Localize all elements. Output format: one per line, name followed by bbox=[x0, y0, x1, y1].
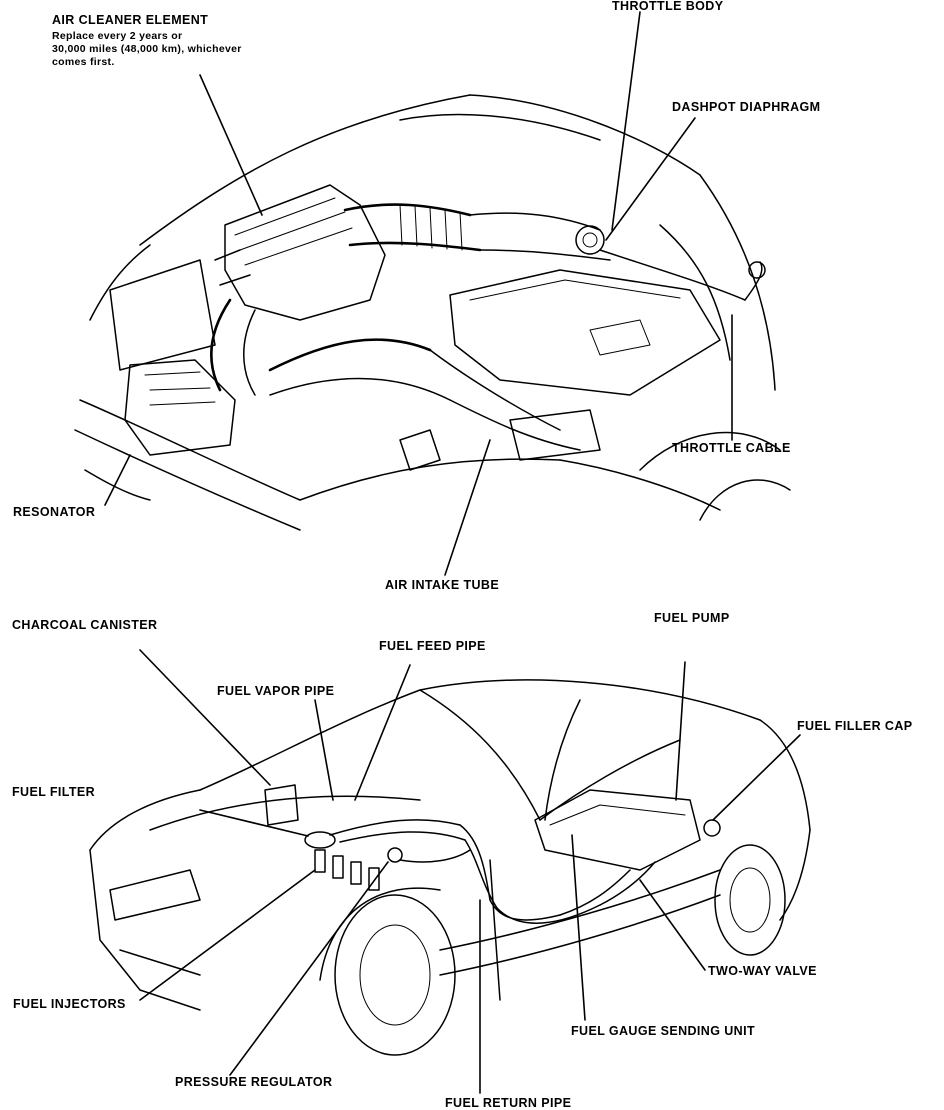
label-dashpot-diaphragm: DASHPOT DIAPHRAGM bbox=[672, 100, 821, 114]
label-fuel-filler-cap: FUEL FILLER CAP bbox=[797, 719, 913, 733]
bottom-leader-lines bbox=[139, 649, 801, 1094]
label-throttle-cable: THROTTLE CABLE bbox=[672, 441, 791, 455]
label-air-intake-tube: AIR INTAKE TUBE bbox=[385, 578, 500, 592]
air-cleaner-note-line1: Replace every 2 years or bbox=[52, 30, 183, 42]
car-fuel-system-illustration bbox=[89, 679, 811, 1056]
label-two-way-valve: TWO-WAY VALVE bbox=[708, 964, 817, 978]
label-fuel-feed-pipe: FUEL FEED PIPE bbox=[379, 639, 486, 653]
label-resonator: RESONATOR bbox=[13, 505, 96, 519]
label-throttle-body: THROTTLE BODY bbox=[612, 0, 724, 13]
label-fuel-filter: FUEL FILTER bbox=[12, 785, 96, 799]
label-fuel-gauge-sending-unit: FUEL GAUGE SENDING UNIT bbox=[571, 1024, 755, 1038]
label-fuel-vapor-pipe: FUEL VAPOR PIPE bbox=[217, 684, 335, 698]
air-cleaner-note: Replace every 2 years or 30,000 miles (4… bbox=[52, 30, 242, 69]
air-cleaner-note-line3: comes first. bbox=[52, 56, 115, 69]
label-fuel-return-pipe: FUEL RETURN PIPE bbox=[445, 1096, 572, 1110]
label-charcoal-canister: CHARCOAL CANISTER bbox=[12, 618, 158, 632]
label-fuel-injectors: FUEL INJECTORS bbox=[13, 997, 126, 1011]
label-air-cleaner-element: AIR CLEANER ELEMENT bbox=[52, 13, 209, 27]
label-pressure-regulator: PRESSURE REGULATOR bbox=[175, 1075, 333, 1089]
top-leader-lines bbox=[104, 11, 733, 576]
engine-bay-illustration bbox=[74, 94, 791, 531]
air-cleaner-note-line2: 30,000 miles (48,000 km), whichever bbox=[52, 43, 242, 56]
label-fuel-pump: FUEL PUMP bbox=[654, 611, 730, 625]
